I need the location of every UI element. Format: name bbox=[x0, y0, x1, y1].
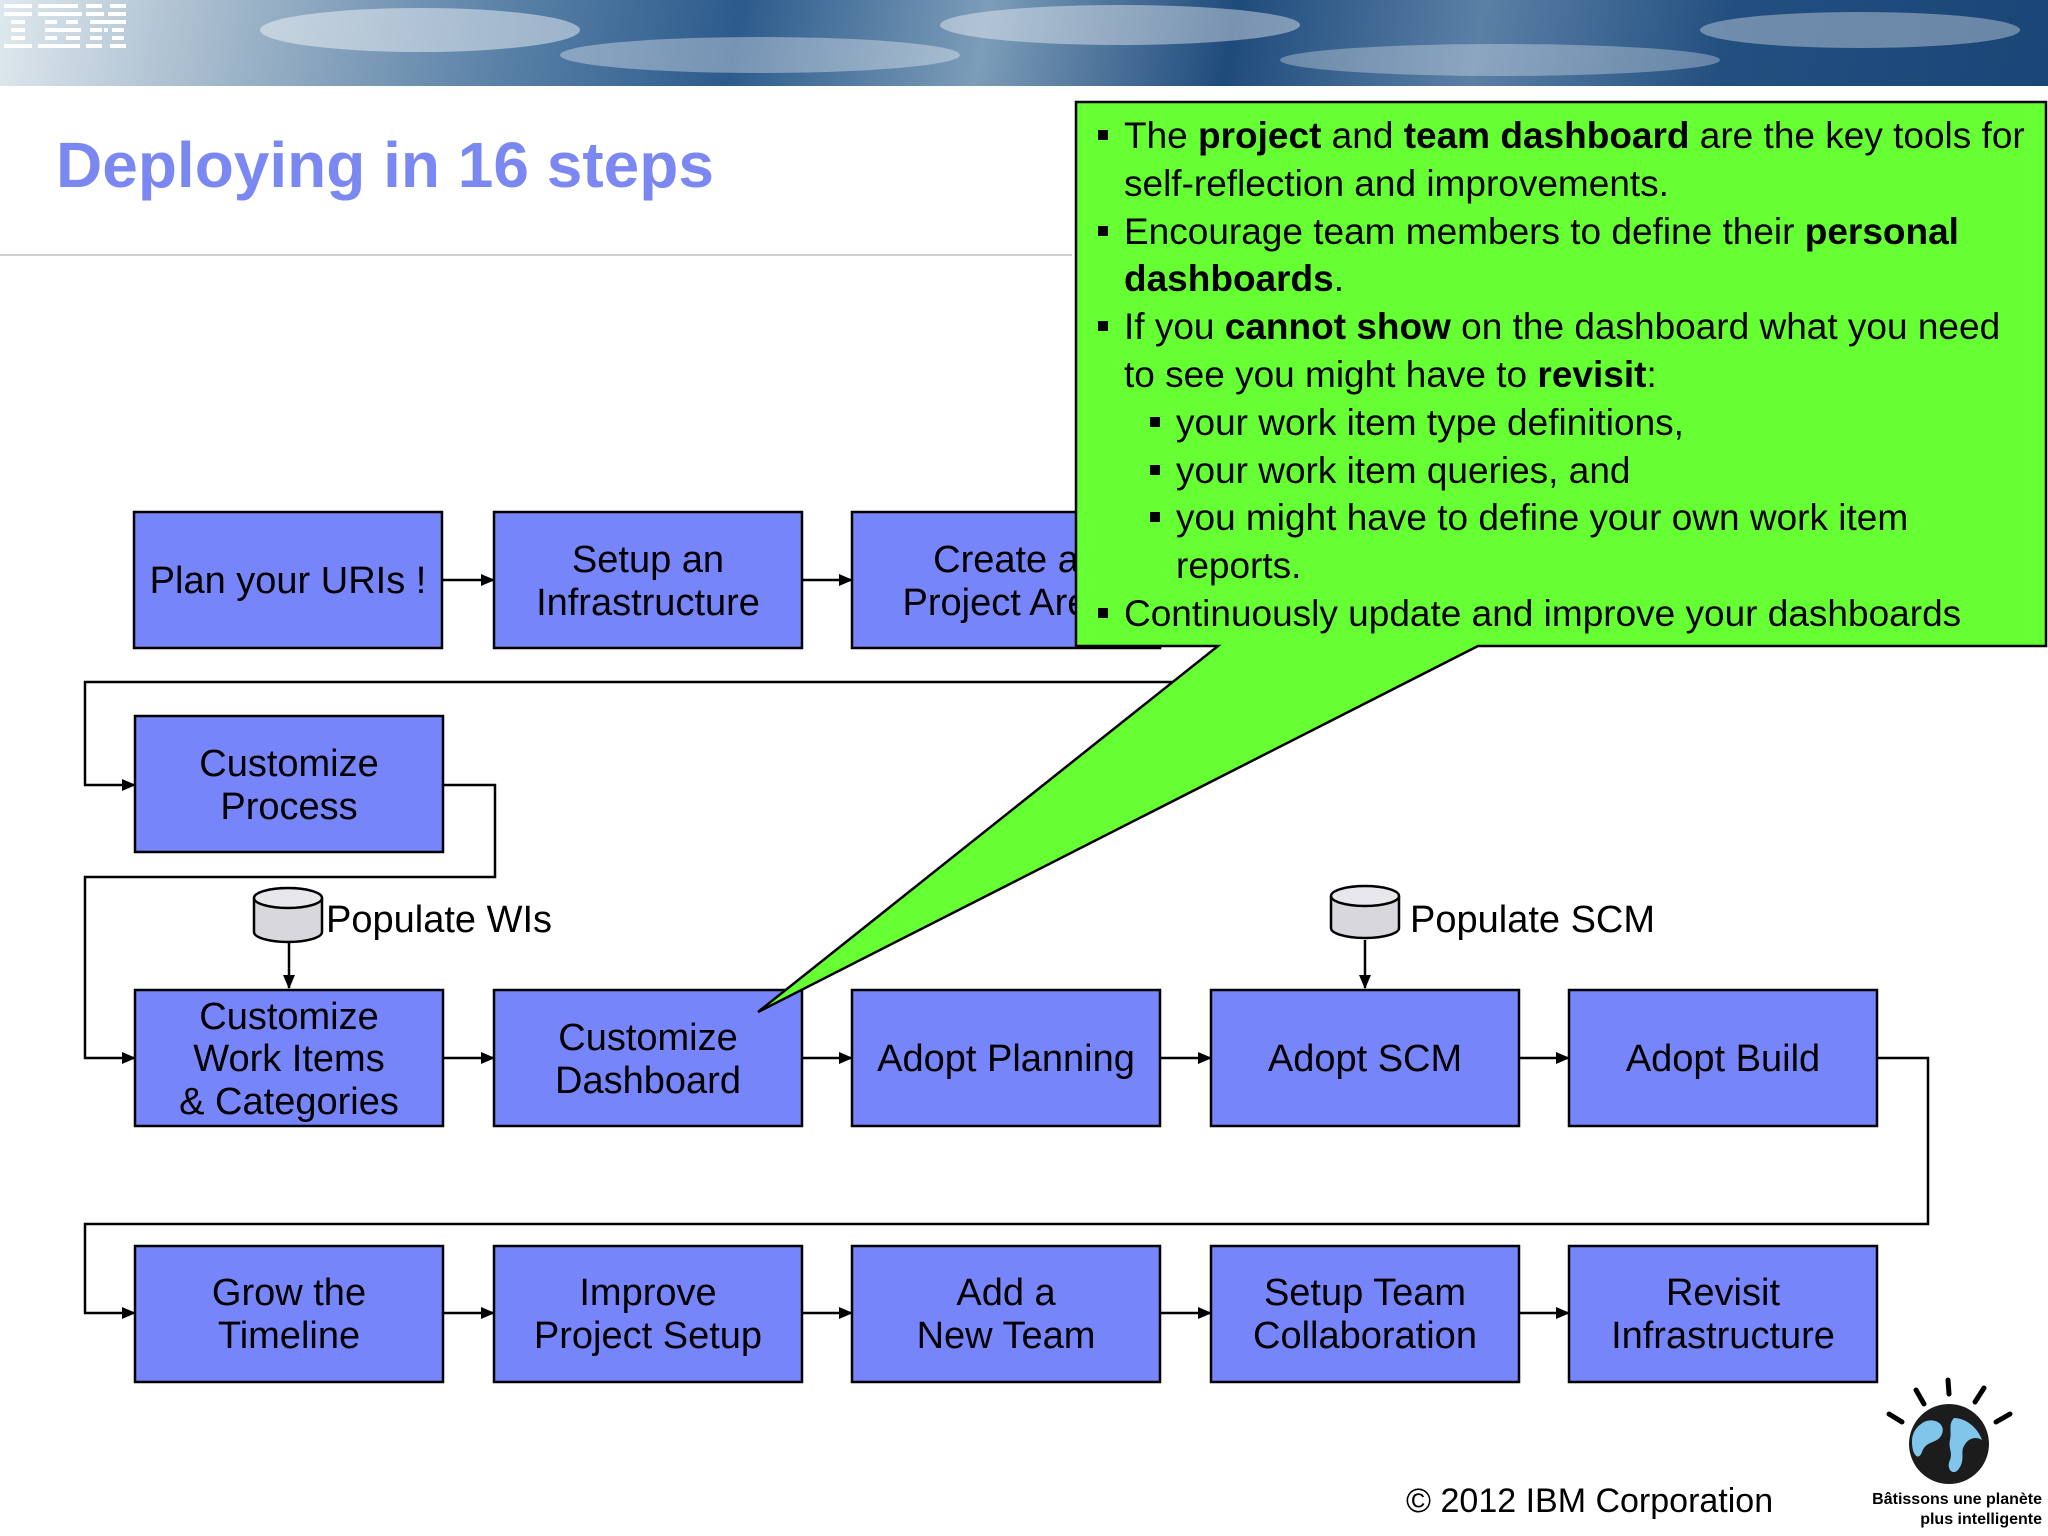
step-label: Work Items bbox=[193, 1038, 384, 1080]
step-label: Infrastructure bbox=[536, 582, 760, 624]
ibm-logo bbox=[4, 4, 126, 48]
database-icon-top bbox=[252, 886, 324, 910]
step-label: Collaboration bbox=[1253, 1315, 1477, 1357]
callout-bullet: Encourage team members to define their p… bbox=[1098, 208, 2028, 304]
step-label: Project Setup bbox=[534, 1315, 762, 1357]
step-label: Adopt SCM bbox=[1268, 1038, 1462, 1080]
step-label: Adopt Planning bbox=[877, 1038, 1135, 1080]
callout-sub-bullet: you might have to define your own work i… bbox=[1150, 494, 2028, 590]
step-customize-work-items: Customize Work Items & Categories bbox=[133, 988, 445, 1128]
step-improve-project-setup: Improve Project Setup bbox=[492, 1244, 804, 1384]
smarter-planet-icon bbox=[1886, 1377, 2013, 1484]
step-label: Timeline bbox=[218, 1315, 360, 1357]
step-label: Infrastructure bbox=[1611, 1315, 1835, 1357]
database-populate-scm: Populate SCM bbox=[1329, 884, 1655, 941]
database-label: Populate SCM bbox=[1410, 899, 1655, 941]
step-plan-uris: Plan your URIs ! bbox=[132, 510, 444, 650]
step-label: Improve bbox=[579, 1272, 716, 1314]
step-label: Setup Team bbox=[1264, 1272, 1466, 1314]
tagline-line: Bâtissons une planète bbox=[1872, 1491, 2042, 1508]
arrow-connector bbox=[83, 1056, 1930, 1319]
step-label: Revisit bbox=[1666, 1272, 1780, 1314]
title-divider bbox=[0, 254, 1072, 256]
step-label: Adopt Build bbox=[1626, 1038, 1820, 1080]
step-label: Grow the bbox=[212, 1272, 366, 1314]
step-add-new-team: Add a New Team bbox=[850, 1244, 1162, 1384]
callout-sub-bullet: your work item queries, and bbox=[1150, 447, 2028, 495]
step-grow-timeline: Grow the Timeline bbox=[133, 1244, 445, 1384]
step-label: & Categories bbox=[179, 1081, 399, 1123]
step-label: Customize bbox=[199, 743, 379, 785]
step-setup-team-collaboration: Setup Team Collaboration bbox=[1209, 1244, 1521, 1384]
step-customize-dashboard: Customize Dashboard bbox=[492, 988, 804, 1128]
step-label: Dashboard bbox=[555, 1060, 741, 1102]
step-setup-infrastructure: Setup an Infrastructure bbox=[492, 510, 804, 650]
step-adopt-build: Adopt Build bbox=[1567, 988, 1879, 1128]
step-label: Customize bbox=[199, 996, 379, 1038]
database-icon-top bbox=[1329, 884, 1401, 908]
step-label: Add a bbox=[956, 1272, 1056, 1314]
arrow-connector bbox=[83, 680, 1210, 791]
step-revisit-infrastructure: Revisit Infrastructure bbox=[1567, 1244, 1879, 1384]
database-populate-wis: Populate WIs bbox=[252, 886, 552, 944]
step-customize-process: Customize Process bbox=[133, 714, 445, 854]
callout-sub-bullet: your work item type definitions, bbox=[1150, 399, 2028, 447]
step-adopt-planning: Adopt Planning bbox=[850, 988, 1162, 1128]
database-icon bbox=[252, 898, 324, 944]
copyright-notice: © 2012 IBM Corporation bbox=[1406, 1482, 1774, 1520]
callout-bullet: The project and team dashboard are the k… bbox=[1098, 112, 2028, 208]
database-label: Populate WIs bbox=[326, 899, 552, 941]
step-label: Process bbox=[220, 786, 357, 828]
step-adopt-scm: Adopt SCM bbox=[1209, 988, 1521, 1128]
callout-bullet: If you cannot show on the dashboard what… bbox=[1098, 303, 2028, 590]
database-icon bbox=[1329, 896, 1401, 940]
planet-tagline: Bâtissons une planète plus intelligente bbox=[1852, 1490, 2042, 1530]
callout-text: The project and team dashboard are the k… bbox=[1098, 112, 2028, 638]
step-label: Customize bbox=[558, 1017, 738, 1059]
step-label: Plan your URIs ! bbox=[150, 560, 427, 602]
header-banner bbox=[0, 0, 2048, 86]
step-label: Setup an bbox=[572, 539, 724, 581]
callout-bubble bbox=[757, 100, 2048, 1014]
step-label: New Team bbox=[917, 1315, 1096, 1357]
tagline-line: plus intelligente bbox=[1920, 1511, 2042, 1528]
arrow-connector bbox=[83, 783, 497, 1064]
cloud-texture bbox=[260, 5, 2020, 76]
slide-title: Deploying in 16 steps bbox=[56, 129, 714, 201]
connectors bbox=[83, 574, 1930, 1319]
callout-bullet: Continuously update and improve your das… bbox=[1098, 590, 2028, 638]
step-label: Create a bbox=[933, 539, 1080, 581]
